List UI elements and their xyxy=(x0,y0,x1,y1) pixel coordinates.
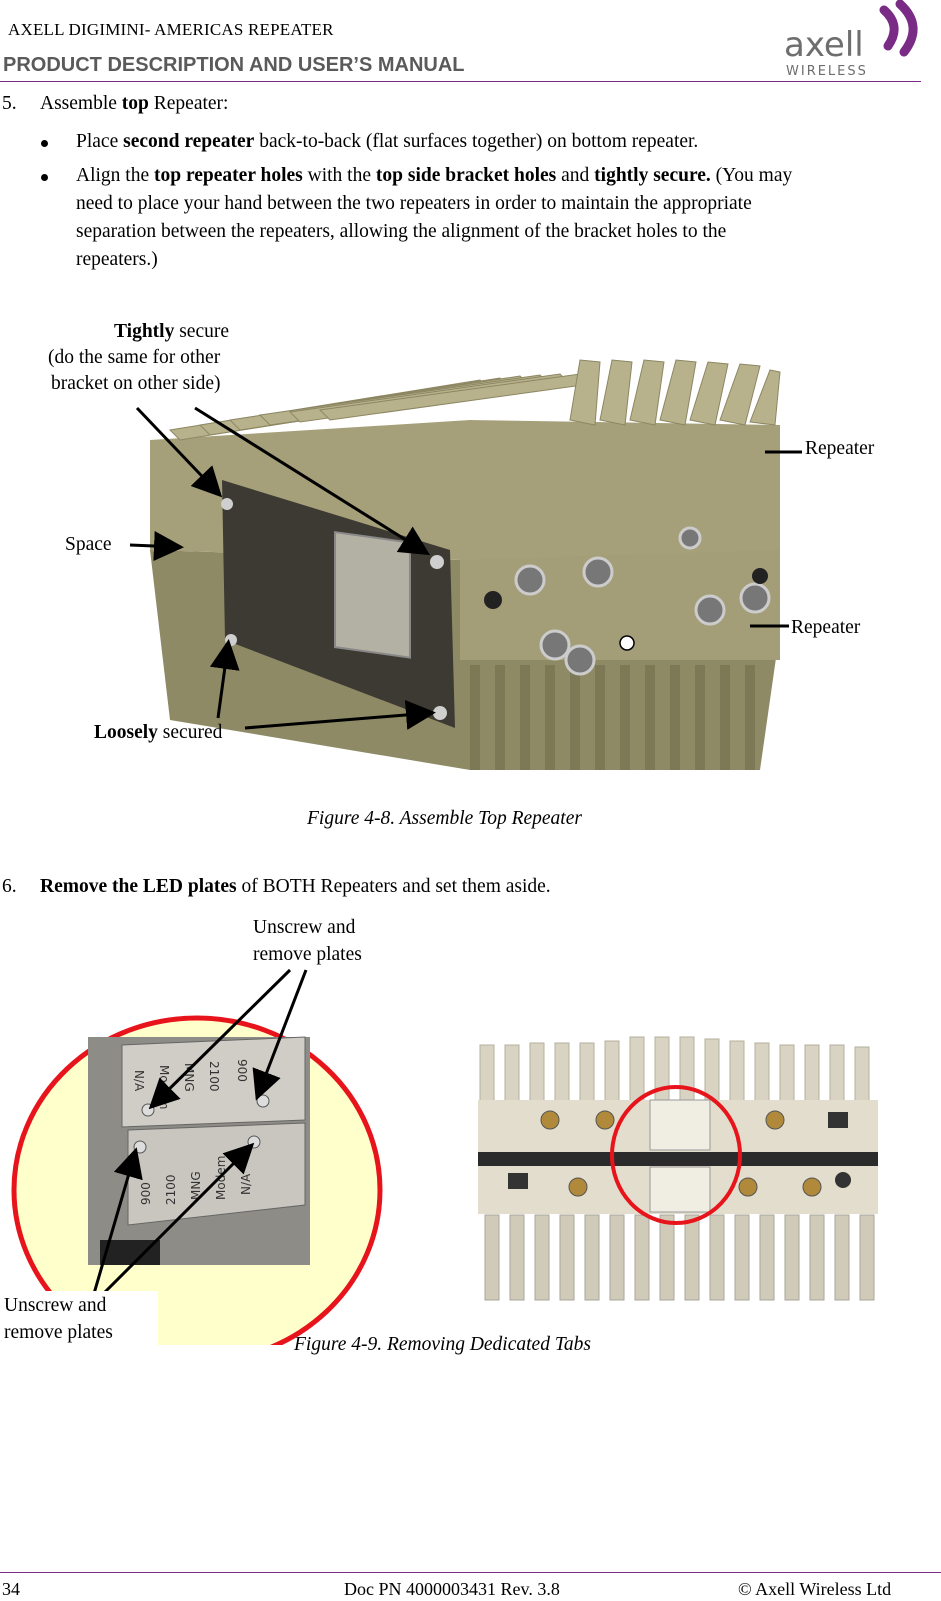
plate-bottom-label-na: N/A xyxy=(239,1173,253,1195)
step5-bullet2-line1: Align the top repeater holes with the to… xyxy=(76,165,793,186)
plate-top-label-900: 900 xyxy=(235,1059,249,1082)
bullet-dot xyxy=(41,174,48,181)
repeater-front-image xyxy=(478,1036,878,1301)
step5-bullet2-line2: need to place your hand between the two … xyxy=(76,193,752,214)
figure-removing-dedicated-tabs: N/A Modem MNG 2100 900 900 2100 MNG Mode… xyxy=(0,968,878,1345)
figure-4-8-caption: Figure 4-8. Assemble Top Repeater xyxy=(307,808,582,829)
label-space: Space xyxy=(65,534,112,555)
step5-bullet2-line3: separation between the repeaters, allowi… xyxy=(76,221,727,242)
plate-bottom-label-900: 900 xyxy=(139,1182,153,1205)
plate-top-label-mng: MNG xyxy=(182,1063,196,1092)
figure-4-9-caption: Figure 4-9. Removing Dedicated Tabs xyxy=(294,1334,591,1355)
footer-doc-number: Doc PN 4000003431 Rev. 3.8 xyxy=(344,1579,560,1599)
led-plate-closeup-image: N/A Modem MNG 2100 900 900 2100 MNG Mode… xyxy=(88,1036,310,1265)
label-tightly-line2: (do the same for other xyxy=(48,347,221,368)
step5-bullet2-line4: repeaters.) xyxy=(76,249,158,270)
step6-number: 6. xyxy=(2,876,17,897)
label-tightly-secure: Tightly secure xyxy=(114,321,230,342)
figure-assemble-top-repeater xyxy=(129,359,802,770)
logo-subtext: WIRELESS xyxy=(786,64,868,79)
footer-page-number: 34 xyxy=(2,1579,20,1599)
label-unscrew-top-line1: Unscrew and xyxy=(253,917,356,938)
plate-bottom-label-mng: MNG xyxy=(189,1171,203,1200)
label-tightly-line3: bracket on other side) xyxy=(51,373,221,394)
axell-logo: axell WIRELESS xyxy=(784,0,918,79)
header-manual-title: PRODUCT DESCRIPTION AND USER’S MANUAL xyxy=(3,54,465,76)
led-plate-highlight-circle xyxy=(610,1085,742,1225)
label-repeater-top: Repeater xyxy=(805,438,875,459)
step5-heading: Assemble top Repeater: xyxy=(40,93,229,114)
label-loosely-secured: Loosely secured xyxy=(94,722,223,743)
header-divider xyxy=(0,81,921,82)
step5-bullet1: Place second repeater back-to-back (flat… xyxy=(76,131,699,152)
header-company: AXELL DIGIMINI- AMERICAS REPEATER xyxy=(8,20,334,39)
step6-heading: Remove the LED plates of BOTH Repeaters … xyxy=(40,876,551,897)
footer-divider xyxy=(0,1572,941,1573)
bullet-dot xyxy=(41,140,48,147)
plate-top-label-2100: 2100 xyxy=(207,1061,221,1092)
logo-text: axell xyxy=(784,25,864,65)
label-repeater-bottom: Repeater xyxy=(791,617,861,638)
plate-bottom-label-2100: 2100 xyxy=(164,1174,178,1205)
label-unscrew-top-line2: remove plates xyxy=(253,944,362,965)
footer-copyright: © Axell Wireless Ltd xyxy=(738,1579,892,1599)
plate-top-label-na: N/A xyxy=(132,1070,146,1092)
step5-number: 5. xyxy=(2,93,17,114)
label-unscrew-bottom-line2: remove plates xyxy=(4,1322,113,1343)
plate-top-label-modem: Modem xyxy=(157,1065,171,1109)
label-unscrew-bottom-line1: Unscrew and xyxy=(4,1295,107,1316)
